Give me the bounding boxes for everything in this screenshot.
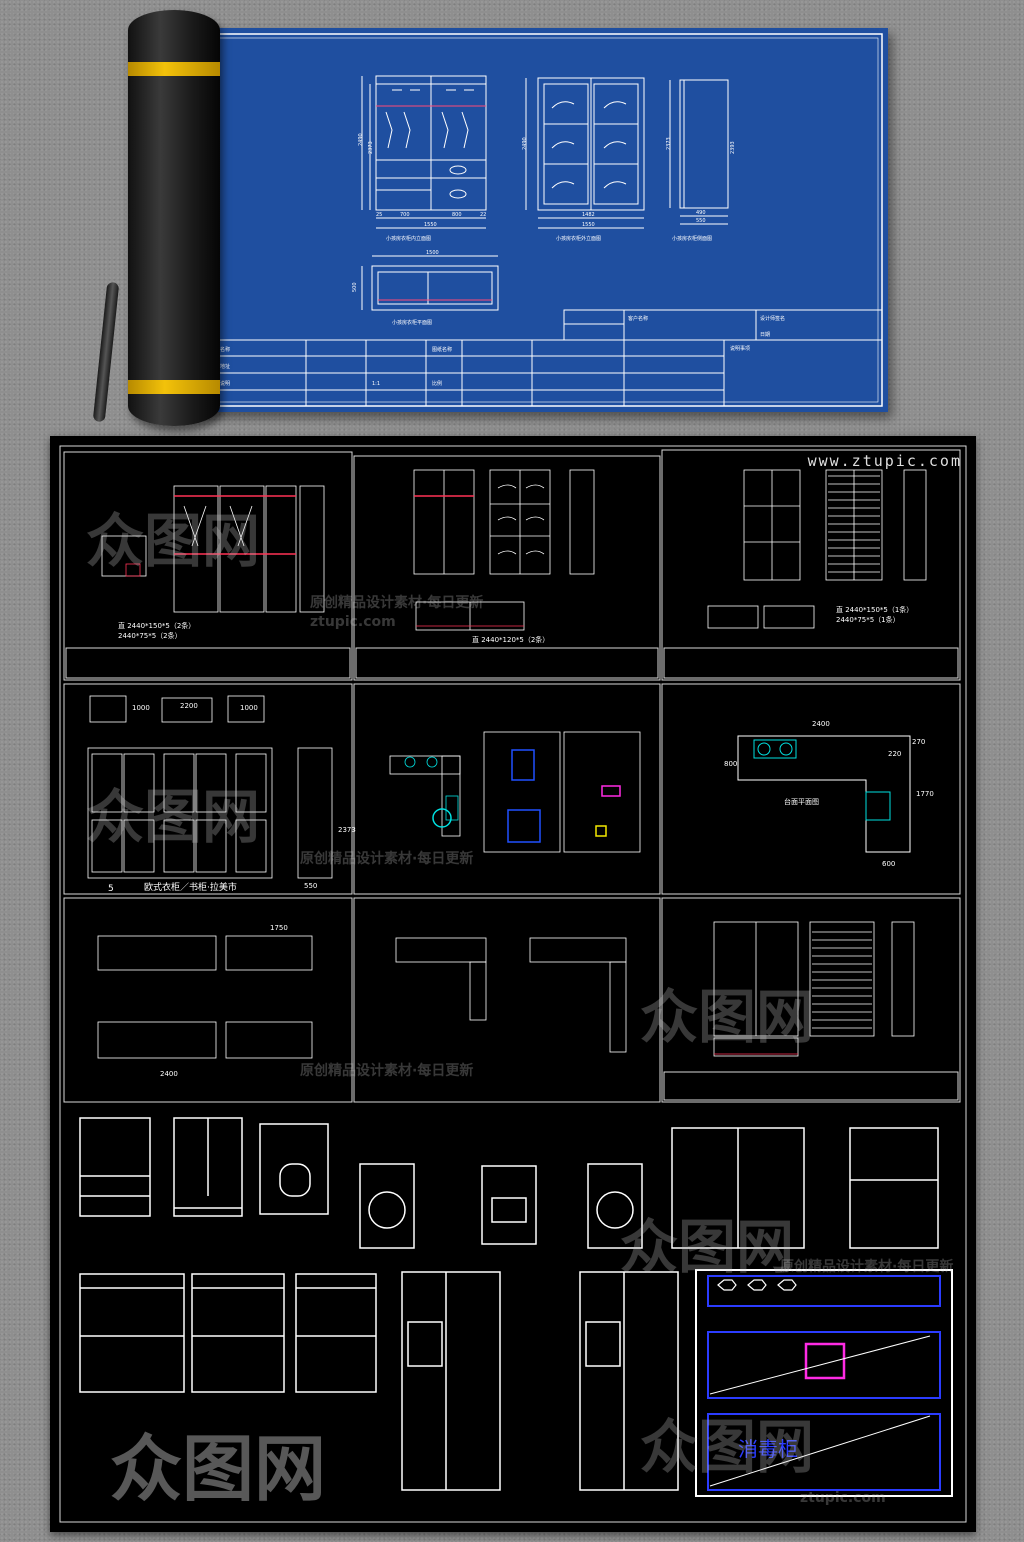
dim-1000-b: 1000	[240, 704, 258, 712]
dim-side-b: 22	[480, 212, 486, 218]
dim-1750: 1750	[270, 924, 288, 932]
site-url: www.ztupic.com	[807, 452, 962, 470]
dim-kitchen-c: 600	[882, 860, 895, 868]
dim-side-height-inner: 2393	[730, 141, 736, 154]
label-bookcase-num: 5	[108, 884, 114, 894]
cad-drawings: 直 2440*150*5（2条） 2440*75*5（2条） 直 2440*12…	[59, 445, 967, 1523]
blueprint-sheet: 2490 2373 700 800 25 22 1550 小孩房衣柜内立面图 2…	[196, 28, 888, 412]
tb-notes: 说明事项	[730, 345, 750, 352]
dim-1000-a: 1000	[132, 704, 150, 712]
dim-2200: 2200	[180, 702, 198, 710]
label-cab3-b: 2440*75*5（1条）	[836, 615, 900, 624]
paper-roll	[128, 10, 220, 426]
tb-material: 材料说明	[210, 380, 230, 387]
roll-band-top	[128, 62, 220, 76]
dim-width-left: 700	[400, 212, 410, 218]
dim-plan-depth: 500	[352, 282, 358, 292]
tb-scale: 比例	[432, 380, 442, 387]
tb-client: 客户名称	[628, 315, 648, 322]
dim-kitchen-a: 270	[912, 738, 925, 746]
tb-drawing-name: 图纸名称	[432, 346, 452, 353]
dim-550: 550	[304, 882, 317, 890]
dim-door-width: 1482	[582, 212, 595, 218]
dim-kitchen-d: 800	[724, 760, 737, 768]
pen-icon	[92, 281, 120, 423]
drawing-title-inner: 小孩房衣柜内立面图	[386, 235, 431, 242]
dim-width-right: 800	[452, 212, 462, 218]
dim-kitchen-h: 1770	[916, 790, 934, 798]
tb-address: 工程地址	[210, 363, 230, 370]
label-kitchen-plan: 台面平面图	[784, 797, 819, 806]
label-sterilizer: 消毒柜	[738, 1437, 798, 1461]
drawing-title-outer: 小孩房衣柜外立面图	[556, 235, 601, 242]
drawing-title-plan: 小孩房衣柜平面图	[392, 319, 432, 326]
dim-side-width-inner: 550	[696, 218, 706, 224]
dim-kitchen-w: 2400	[812, 720, 830, 728]
dim-2373: 2373	[338, 826, 356, 834]
dim-outer-height: 2490	[522, 137, 528, 150]
dim-side-a: 25	[376, 212, 382, 218]
dim-height-outer: 2490	[358, 133, 364, 146]
dim-door-total: 1550	[582, 222, 595, 228]
dim-2400: 2400	[160, 1070, 178, 1078]
blueprint-drawing: 2490 2373 700 800 25 22 1550 小孩房衣柜内立面图 2…	[201, 33, 883, 407]
dim-kitchen-b: 220	[888, 750, 901, 758]
label-cab1-b: 2440*75*5（2条）	[118, 631, 182, 640]
dim-side-width: 490	[696, 210, 706, 216]
label-bookcase: 欧式衣柜／书柜·拉美市	[144, 881, 237, 893]
label-cab1-a: 直 2440*150*5（2条）	[118, 621, 195, 630]
cad-panel: 直 2440*150*5（2条） 2440*75*5（2条） 直 2440*12…	[50, 436, 976, 1532]
label-cab3: 直 2440*150*5（1条）	[836, 605, 913, 614]
roll-band-bottom	[128, 380, 220, 394]
tb-project: 项目名称	[210, 346, 230, 353]
label-cab2: 直 2440*120*5（2条）	[472, 635, 549, 644]
dim-plan-width: 1500	[426, 250, 439, 256]
tb-date: 日期	[760, 332, 770, 338]
tb-designer: 设计师签名	[760, 315, 785, 322]
drawing-title-side: 小孩房衣柜侧面图	[672, 235, 712, 242]
dim-width-total: 1550	[424, 222, 437, 228]
dim-height-inner: 2373	[368, 141, 374, 154]
tb-scale-value: 1:1	[372, 381, 380, 387]
dim-side-height: 2373	[666, 137, 672, 150]
